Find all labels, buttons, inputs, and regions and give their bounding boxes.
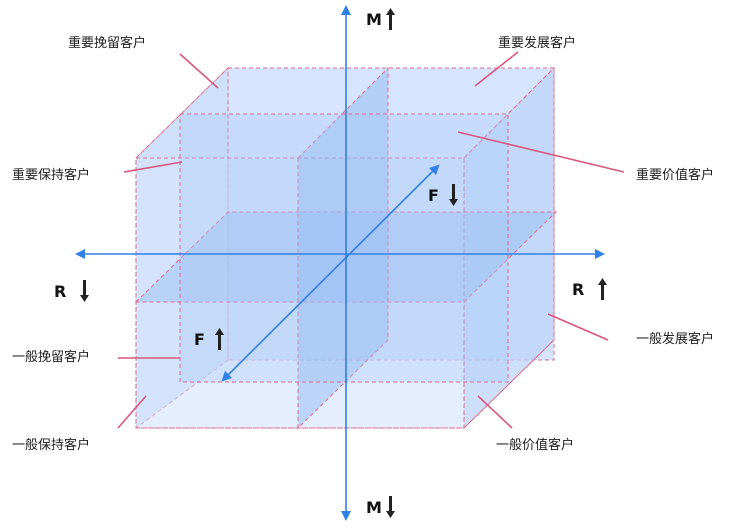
leader-general-value: [477, 395, 513, 429]
leader-lines: [117, 51, 625, 429]
axis-letter: F: [428, 185, 439, 205]
label-general-keep: 一般保持客户: [12, 438, 91, 453]
middle-frontal-plane: [179, 113, 509, 383]
leader-general-keep: [117, 395, 147, 429]
label-important-retain: 重要挽留客户: [68, 36, 147, 51]
leader-important-keep: [123, 161, 183, 173]
up-arrow-icon: [214, 328, 224, 350]
cube-right-face: [463, 66, 555, 430]
axes: [75, 5, 605, 521]
axis-label-f-lower: F: [194, 328, 224, 350]
axis-letter: F: [194, 329, 205, 349]
label-important-value: 重要价值客户: [636, 168, 715, 183]
axis-letter: R: [572, 279, 585, 299]
down-arrow-icon: [448, 184, 458, 206]
up-arrow-icon: [385, 8, 395, 30]
label-general-retain: 一般挽留客户: [12, 350, 91, 365]
axis-letter: M: [366, 497, 382, 517]
axis-letter: M: [366, 9, 382, 29]
axis-letter: R: [54, 281, 67, 301]
leader-important-retain: [179, 53, 219, 89]
axis-label-m-top: M: [366, 8, 395, 30]
label-important-develop: 重要发展客户: [498, 36, 577, 51]
axis-label-r-right: R: [572, 278, 608, 300]
leader-important-value: [457, 131, 625, 173]
leader-important-develop: [474, 51, 519, 87]
axis-label-r-left: R: [54, 280, 90, 302]
leader-general-develop: [547, 313, 609, 341]
label-general-develop: 一般发展客户: [636, 332, 715, 347]
f-axis: [221, 164, 440, 382]
label-general-value: 一般价值客户: [496, 438, 575, 453]
down-arrow-icon: [385, 496, 395, 518]
axis-label-f-upper: F: [428, 184, 458, 206]
axis-label-m-bottom: M: [366, 496, 395, 518]
down-arrow-icon: [80, 280, 90, 302]
label-important-keep: 重要保持客户: [12, 168, 91, 183]
up-arrow-icon: [598, 278, 608, 300]
